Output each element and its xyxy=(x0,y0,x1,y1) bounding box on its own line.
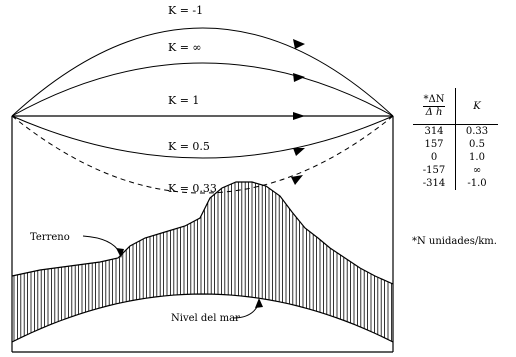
terreno-arrowhead xyxy=(116,248,124,258)
arrowhead-k-minus-1 xyxy=(293,39,305,49)
terreno-label: Terreno xyxy=(30,232,70,243)
table-row: -157 ∞ xyxy=(413,164,498,177)
header-asterisk: * xyxy=(423,93,429,105)
dn-cell: -314 xyxy=(413,177,456,190)
ray-label-k-infinity: K = ∞ xyxy=(168,41,202,54)
table-row: 314 0.33 xyxy=(413,124,498,138)
table-row: 157 0.5 xyxy=(413,138,498,151)
arrowhead-k-1 xyxy=(293,112,305,120)
ray-label-k-1: K = 1 xyxy=(168,94,199,107)
dn-k-table: *ΔN Δ h K 314 0.33 157 0.5 0 1.0 -157 ∞ … xyxy=(413,88,498,190)
k-cell: ∞ xyxy=(472,165,482,176)
dn-cell: 0 xyxy=(413,151,456,164)
table-row: 0 1.0 xyxy=(413,151,498,164)
table-row: -314 -1.0 xyxy=(413,177,498,190)
terreno-leader xyxy=(82,235,121,254)
ray-k-0-5 xyxy=(11,115,394,159)
terrain-profile xyxy=(11,181,394,285)
k-cell: 0.33 xyxy=(465,126,489,137)
sea-level-label: Nivel del mar xyxy=(171,313,240,324)
footnote: *N unidades/km. xyxy=(412,236,497,247)
dn-cell: 157 xyxy=(413,138,456,151)
ray-k-0-33 xyxy=(11,115,394,194)
sea-level-curve xyxy=(11,293,394,343)
header-delta-h: Δ h xyxy=(425,106,443,118)
terrain-hatching xyxy=(13,182,392,342)
k-cell: -1.0 xyxy=(467,178,487,189)
dn-cell: 314 xyxy=(413,124,456,138)
arrowhead-k-0-5 xyxy=(293,148,305,156)
ray-label-k-0-33: K = 0.33 xyxy=(168,182,217,195)
ray-label-k-minus-1: K = -1 xyxy=(168,4,203,17)
ray-k-infinity xyxy=(11,62,394,117)
k-header: K xyxy=(455,88,498,125)
ray-label-k-0-5: K = 0.5 xyxy=(168,140,210,153)
sea-level-arrowhead xyxy=(255,298,263,308)
arrowhead-k-infinity xyxy=(293,73,305,82)
ray-k-minus-1 xyxy=(11,27,394,117)
dn-cell: -157 xyxy=(413,164,456,177)
k-cell: 1.0 xyxy=(469,152,485,163)
arrowhead-k-0-33 xyxy=(291,175,303,185)
k-cell: 0.5 xyxy=(469,139,485,150)
dn-dh-header: *ΔN Δ h xyxy=(422,93,446,119)
header-delta-n: ΔN xyxy=(428,93,445,105)
